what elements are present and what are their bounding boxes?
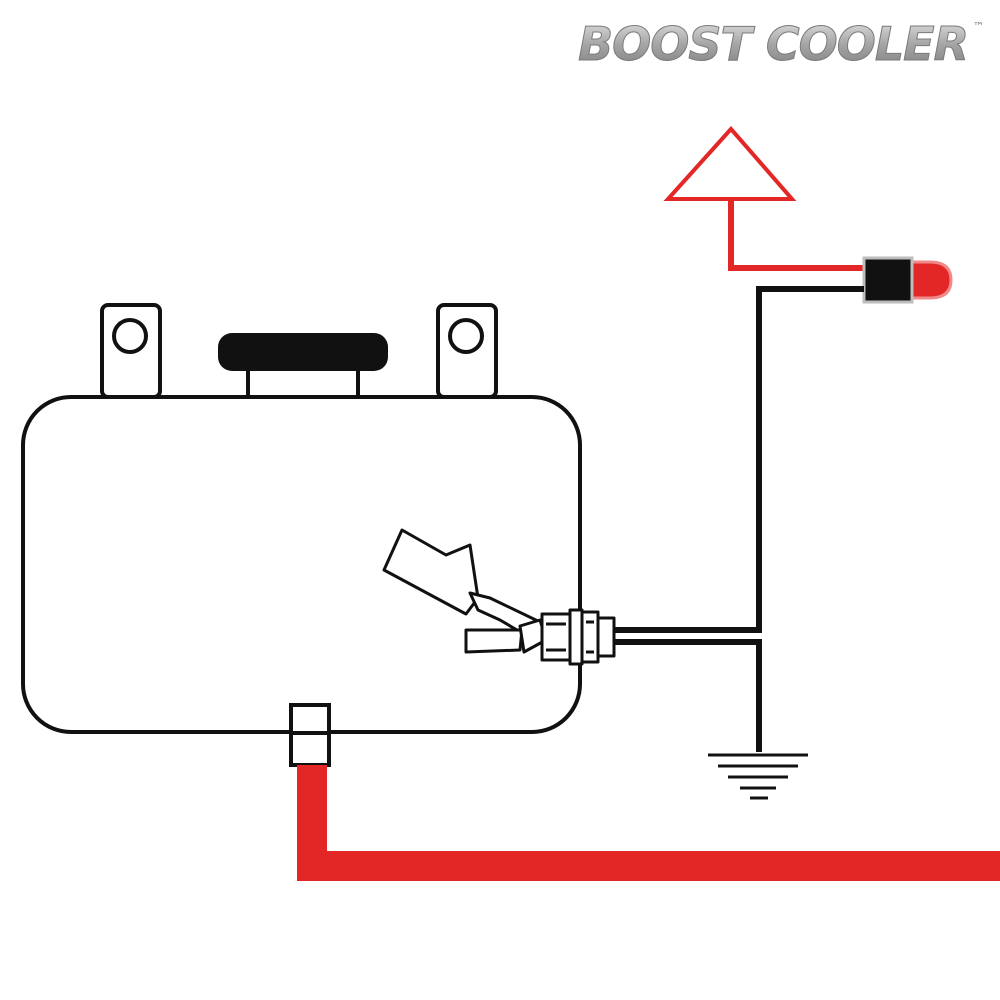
ground-symbol-icon bbox=[708, 753, 808, 800]
outlet-fitting bbox=[289, 703, 331, 767]
tank-body bbox=[21, 395, 582, 734]
switch-lead-wires bbox=[612, 627, 762, 645]
brand-name: BOOST COOLER bbox=[578, 17, 968, 71]
left-mount-tab bbox=[100, 303, 162, 399]
power-source-arrow-icon bbox=[663, 125, 797, 201]
float-level-switch-icon bbox=[382, 528, 616, 666]
power-wire bbox=[728, 199, 864, 271]
reservoir-tank-icon bbox=[21, 303, 582, 767]
brand-trademark: ™ bbox=[973, 20, 984, 33]
outlet-hose bbox=[297, 765, 1000, 881]
tank-cap bbox=[218, 333, 388, 371]
right-mount-tab bbox=[436, 303, 498, 399]
signal-wire bbox=[756, 286, 864, 630]
warning-led-icon bbox=[862, 256, 953, 304]
brand-logo: BOOST COOLER ™ bbox=[578, 17, 984, 72]
